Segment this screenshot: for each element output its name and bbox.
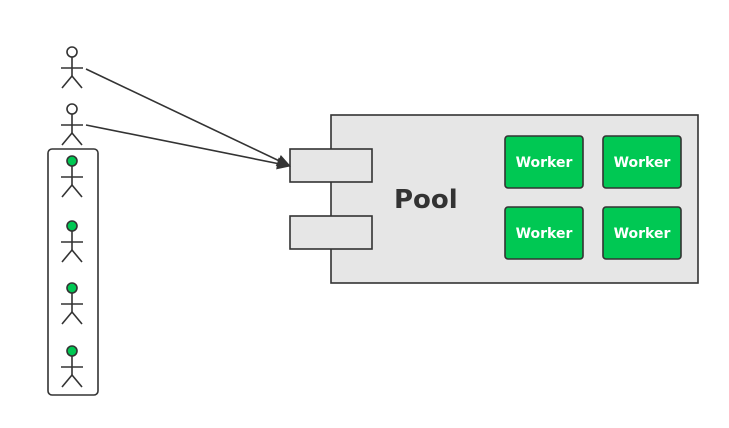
waiting-actor [61, 282, 83, 325]
active-actor [61, 46, 83, 89]
worker-box: Worker [504, 135, 584, 189]
actor-head [66, 220, 78, 232]
actor-head [66, 282, 78, 294]
waiting-queue [47, 148, 99, 396]
worker-box: Worker [602, 135, 682, 189]
active-actor [61, 103, 83, 146]
pool-label: Pool [394, 185, 458, 215]
pool-slot [289, 215, 373, 250]
worker-box: Worker [602, 206, 682, 260]
worker-label: Worker [516, 155, 573, 171]
actor-head [66, 46, 78, 58]
worker-box: Worker [504, 206, 584, 260]
pool-slot [289, 148, 373, 183]
worker-label: Worker [614, 155, 671, 171]
connection-arrow [85, 124, 291, 170]
actor-head [66, 103, 78, 115]
waiting-actor [61, 220, 83, 263]
connection-arrow [85, 68, 291, 167]
worker-label: Worker [516, 226, 573, 242]
actor-head [66, 345, 78, 357]
waiting-actor [61, 155, 83, 198]
worker-label: Worker [614, 226, 671, 242]
actor-head [66, 155, 78, 167]
waiting-actor [61, 345, 83, 388]
